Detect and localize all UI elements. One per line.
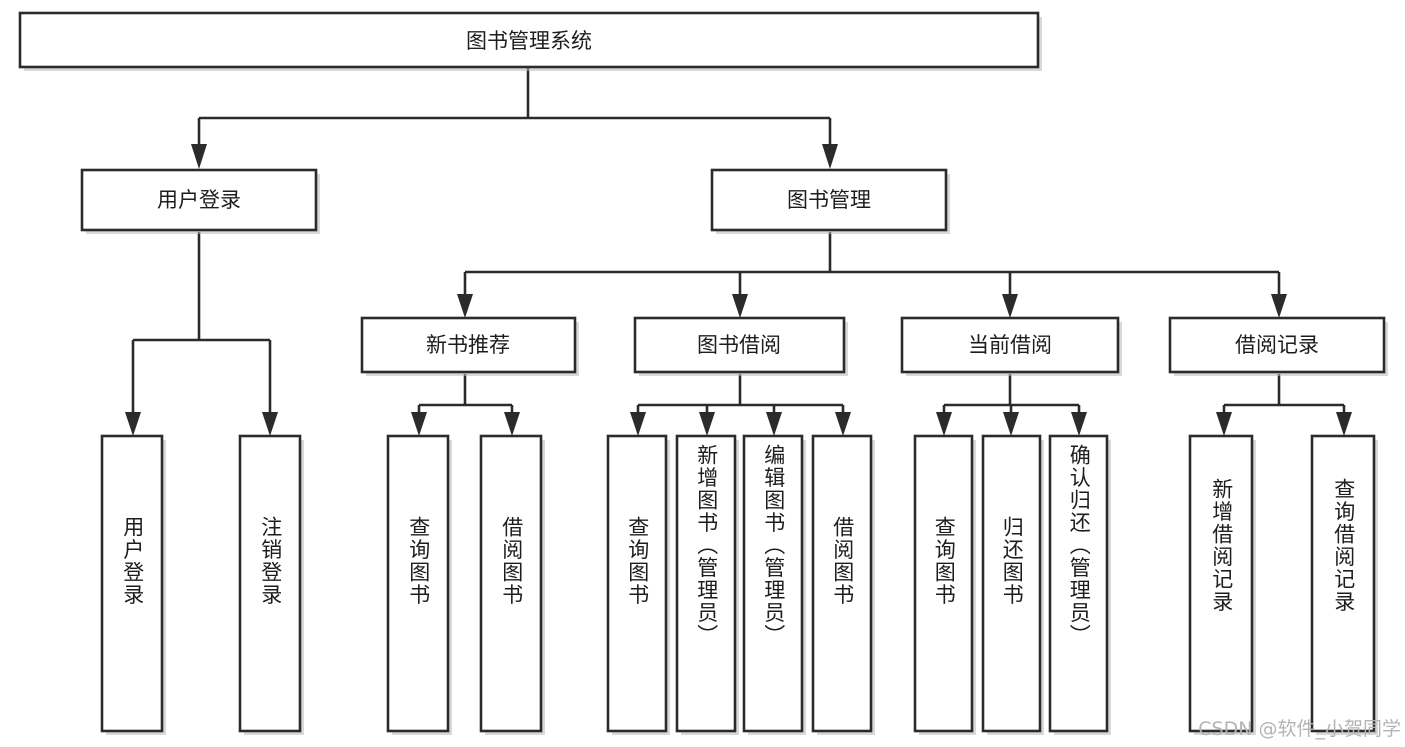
connector-group-current: [936, 374, 1087, 436]
node-root-box[interactable]: [18, 11, 1040, 69]
arrow-root-to-book-mgmt: [822, 144, 838, 169]
leaf-box-add-book-admin[interactable]: [675, 434, 737, 733]
arrow-current-to-leaf-3: [1071, 412, 1087, 436]
leaf-box-query-books-current[interactable]: [913, 434, 974, 733]
leaf-box-add-borrow-record[interactable]: [1188, 434, 1254, 733]
node-current-borrow[interactable]: 当前借阅: [900, 316, 1122, 376]
connector-group-new-books: [411, 374, 520, 436]
arrow-user-login-to-leaf-1: [125, 412, 141, 436]
node-current-borrow-box[interactable]: [900, 316, 1120, 374]
node-book-borrow-label: 图书借阅: [697, 333, 781, 357]
arrow-borrow-to-leaf-1: [630, 412, 646, 436]
arrow-current-to-leaf-2: [1003, 412, 1019, 436]
arrow-borrow-to-leaf-4: [835, 412, 851, 436]
csdn-watermark: CSDN @软件_小贺同学: [1198, 718, 1401, 740]
node-borrow-records-label: 借阅记录: [1235, 333, 1319, 357]
arrow-borrow-to-leaf-3: [766, 412, 782, 436]
arrow-records-to-leaf-1: [1216, 412, 1232, 436]
node-user-login-label: 用户登录: [157, 188, 241, 212]
leaf-box-query-books-rec[interactable]: [386, 434, 450, 733]
arrow-new-books-to-leaf-2: [504, 412, 520, 436]
connector-group-borrow: [630, 374, 851, 436]
connector-group-user-login: [125, 232, 278, 436]
leaf-box-query-borrow-record[interactable]: [1310, 434, 1376, 733]
node-new-book-recommend-label: 新书推荐: [426, 333, 510, 357]
node-borrow-records[interactable]: 借阅记录: [1168, 316, 1388, 376]
leaf-boxes: [100, 434, 1378, 735]
arrow-new-books-to-leaf-1: [411, 412, 427, 436]
node-root[interactable]: 图书管理系统: [18, 11, 1042, 71]
arrow-root-to-user-login: [191, 144, 207, 169]
node-book-management[interactable]: 图书管理: [710, 168, 950, 234]
arrow-book-mgmt-to-current: [1002, 294, 1018, 318]
arrow-borrow-to-leaf-2: [699, 412, 715, 436]
node-book-management-label: 图书管理: [787, 188, 871, 212]
node-borrow-records-box[interactable]: [1168, 316, 1386, 374]
leaf-box-query-books-borrow[interactable]: [606, 434, 668, 733]
node-user-login-box[interactable]: [80, 168, 318, 232]
leaf-box-return-book[interactable]: [981, 434, 1042, 733]
arrow-records-to-leaf-2: [1336, 412, 1352, 436]
leaf-box-borrow-books-rec[interactable]: [479, 434, 543, 733]
node-book-management-box[interactable]: [710, 168, 948, 232]
arrow-current-to-leaf-1: [936, 412, 952, 436]
connector-group-book-mgmt: [457, 232, 1287, 318]
node-book-borrow[interactable]: 图书借阅: [633, 316, 848, 376]
node-user-login[interactable]: 用户登录: [80, 168, 320, 234]
leaf-box-borrow-book[interactable]: [811, 434, 873, 733]
node-new-book-recommend-box[interactable]: [360, 316, 577, 374]
arrow-book-mgmt-to-new-books: [457, 294, 473, 318]
connector-group-root: [191, 68, 838, 169]
node-current-borrow-label: 当前借阅: [968, 333, 1052, 357]
connector-group-records: [1216, 374, 1352, 436]
leaf-box-logout[interactable]: [238, 434, 302, 733]
leaf-box-confirm-return-admin[interactable]: [1048, 434, 1109, 733]
arrow-book-mgmt-to-borrow: [732, 294, 748, 318]
leaf-box-user-login[interactable]: [100, 434, 164, 733]
arrow-user-login-to-leaf-2: [262, 412, 278, 436]
node-root-label: 图书管理系统: [466, 29, 592, 53]
leaf-box-edit-book-admin[interactable]: [742, 434, 804, 733]
node-book-borrow-box[interactable]: [633, 316, 846, 374]
arrow-book-mgmt-to-records: [1271, 294, 1287, 318]
node-new-book-recommend[interactable]: 新书推荐: [360, 316, 579, 376]
